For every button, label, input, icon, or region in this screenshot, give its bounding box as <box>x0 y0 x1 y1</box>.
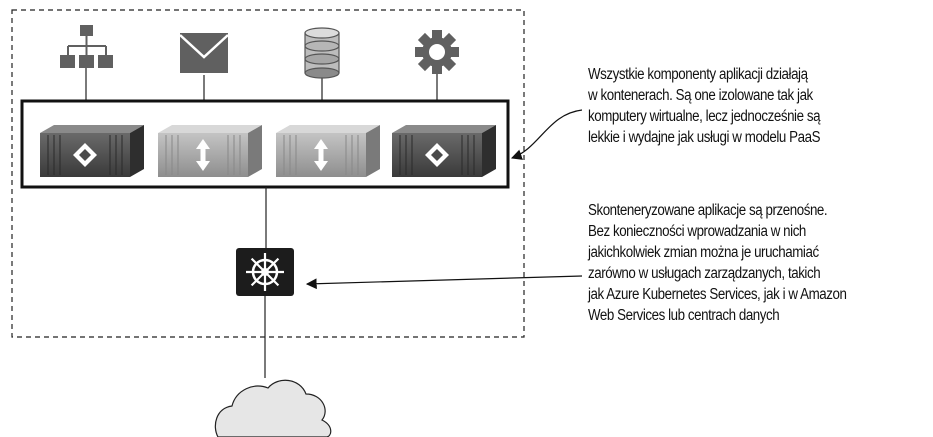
annotation-line: Web Services lub centrach danych <box>588 307 780 324</box>
annotation-line: Bez konieczności wprowadzania w nich <box>588 223 806 240</box>
container-dark-1 <box>40 125 144 177</box>
arrow-to-containers <box>510 109 583 160</box>
annotation-line: Skonteneryzowane aplikacje są przenośne. <box>588 202 828 219</box>
annotation-line: jak Azure Kubernetes Services, jak i w A… <box>588 286 847 303</box>
container-light-1 <box>158 125 262 177</box>
annotation-line: jakichkolwiek zmian można je uruchamiać <box>588 244 819 261</box>
annotation-line: zarówno w usługach zarządzanych, takich <box>588 265 821 282</box>
annotation-containers: Wszystkie komponenty aplikacji działają … <box>588 64 821 148</box>
envelope-icon <box>179 33 229 73</box>
sitemap-icon <box>60 25 113 78</box>
annotation-line: Wszystkie komponenty aplikacji działają <box>588 66 808 83</box>
annotation-line: komputery wirtualne, lecz jednocześnie s… <box>588 108 821 125</box>
container-light-2 <box>276 125 380 177</box>
icon-connectors <box>85 74 438 101</box>
database-icon <box>304 27 340 79</box>
cloud-icon <box>214 379 332 437</box>
arrow-to-helm <box>305 275 583 290</box>
annotation-line: w kontenerach. Są one izolowane tak jak <box>588 87 813 104</box>
annotation-line: lekkie i wydajne jak usługi w modelu Paa… <box>588 129 821 146</box>
container-dark-2 <box>392 125 496 177</box>
annotation-portable: Skonteneryzowane aplikacje są przenośne.… <box>588 200 847 326</box>
helm-wheel-icon <box>236 248 294 296</box>
deployment-boundary <box>11 9 525 338</box>
gear-icon <box>415 30 459 74</box>
